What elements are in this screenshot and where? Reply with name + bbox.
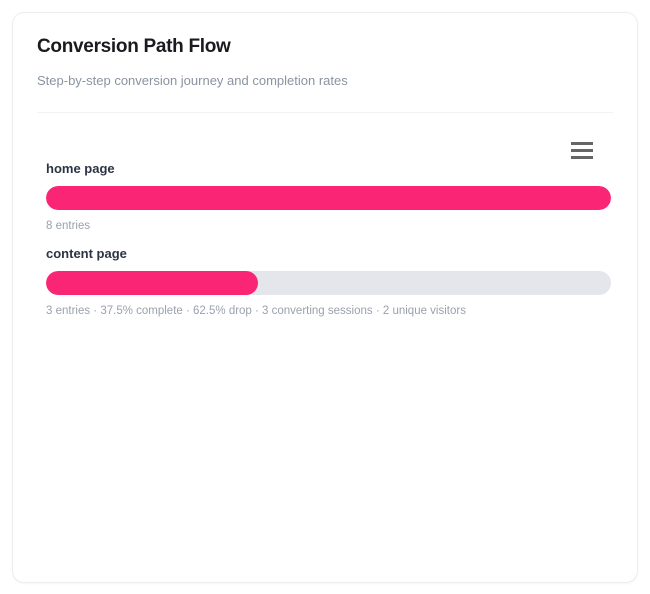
funnel-step-stats: 3 entries · 37.5% complete · 62.5% drop … (46, 305, 466, 317)
conversion-path-flow-card: Conversion Path Flow Step-by-step conver… (12, 12, 638, 583)
funnel-step-list: home page 8 entries content page 3 entri… (37, 113, 613, 319)
card-subtitle: Step-by-step conversion journey and comp… (37, 73, 348, 88)
funnel-chart-area: home page 8 entries content page 3 entri… (13, 113, 637, 319)
menu-line-top (571, 141, 593, 145)
funnel-step[interactable]: content page 3 entries · 37.5% complete … (37, 246, 613, 319)
funnel-step-bar-fill[interactable] (46, 186, 611, 210)
funnel-step[interactable]: home page 8 entries (37, 161, 613, 234)
menu-line-bottom (571, 155, 593, 159)
hamburger-menu-icon[interactable] (571, 139, 595, 161)
header-divider (37, 112, 613, 113)
funnel-step-bar-track (46, 271, 611, 295)
card-header: Conversion Path Flow Step-by-step conver… (13, 13, 637, 90)
funnel-step-label: home page (46, 161, 115, 176)
funnel-step-stats: 8 entries (46, 220, 91, 232)
funnel-step-bar-track (46, 186, 611, 210)
menu-line-middle (571, 148, 593, 152)
page-title: Conversion Path Flow (37, 36, 231, 57)
funnel-step-label: content page (46, 246, 127, 261)
funnel-step-bar-fill[interactable] (46, 271, 258, 295)
